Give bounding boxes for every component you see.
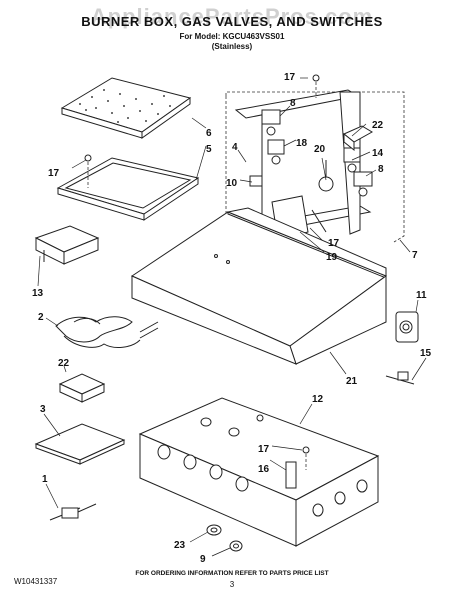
callout-5: 5 — [206, 144, 212, 155]
callout-15: 15 — [420, 348, 432, 359]
part-16-bracket — [285, 461, 297, 489]
part-23-grommet — [206, 524, 222, 536]
callout-2: 2 — [38, 312, 44, 323]
part-5-tray-frame — [56, 157, 200, 221]
callout-17-left: 17 — [48, 168, 60, 179]
callout-7: 7 — [412, 250, 418, 261]
part-22-bracket-upper — [343, 125, 373, 152]
part-12-lower-housing — [138, 397, 380, 547]
screw-17-housing-2 — [256, 414, 264, 422]
callout-18: 18 — [296, 138, 308, 149]
part-1-electrode — [49, 503, 97, 521]
callout-labels: 6 5 17 17 8 18 4 10 22 14 20 8 7 17 19 1… — [32, 72, 432, 565]
callout-3: 3 — [40, 404, 46, 415]
callout-22-upper: 22 — [372, 120, 384, 131]
callout-17-mid: 17 — [328, 238, 340, 249]
callout-20: 20 — [314, 144, 326, 155]
part-21-burner-box — [130, 207, 388, 365]
diagram-title: BURNER BOX, GAS VALVES, AND SWITCHES — [81, 14, 383, 29]
doc-number: W10431337 — [14, 577, 58, 586]
part-22-bracket-lower — [58, 373, 106, 403]
callout-17-top: 17 — [284, 72, 296, 83]
callout-9: 9 — [200, 554, 206, 565]
ordering-info: FOR ORDERING INFORMATION REFER TO PARTS … — [135, 570, 329, 577]
screw-17-left — [84, 154, 92, 162]
gas-valve-8-upper — [261, 109, 281, 136]
callout-23: 23 — [174, 540, 186, 551]
callout-6: 6 — [206, 128, 212, 139]
callout-13: 13 — [32, 288, 44, 299]
part-15-igniter — [385, 371, 415, 385]
callout-14: 14 — [372, 148, 384, 159]
callout-19: 19 — [326, 252, 338, 263]
callout-21: 21 — [346, 376, 358, 387]
screw-17-top — [312, 74, 320, 82]
finish-label: (Stainless) — [211, 42, 253, 51]
part-9-grommet — [229, 540, 243, 552]
callout-12: 12 — [312, 394, 324, 405]
callout-8-upper: 8 — [290, 98, 296, 109]
gas-valve-18 — [267, 139, 285, 165]
callout-1: 1 — [42, 474, 48, 485]
part-11-regulator — [395, 311, 419, 343]
callout-4: 4 — [232, 142, 238, 153]
callout-11: 11 — [416, 290, 427, 301]
callout-10: 10 — [226, 178, 238, 189]
model-number: For Model: KGCU463VSS01 — [179, 32, 285, 41]
leader-lines — [37, 77, 427, 557]
part-3-shield-panel — [34, 423, 126, 465]
callout-17-housing: 17 — [258, 444, 270, 455]
part-10-switch — [249, 175, 263, 187]
part-2-element — [55, 316, 159, 348]
callout-16: 16 — [258, 464, 270, 475]
part-13-drip-box — [34, 225, 100, 265]
screw-17-housing — [302, 446, 310, 454]
part-20-spacer — [318, 160, 334, 192]
part-6-grate-plate — [60, 77, 192, 139]
callout-22-lower: 22 — [58, 358, 70, 369]
callout-8-lower: 8 — [378, 164, 384, 175]
page-number: 3 — [229, 580, 235, 589]
